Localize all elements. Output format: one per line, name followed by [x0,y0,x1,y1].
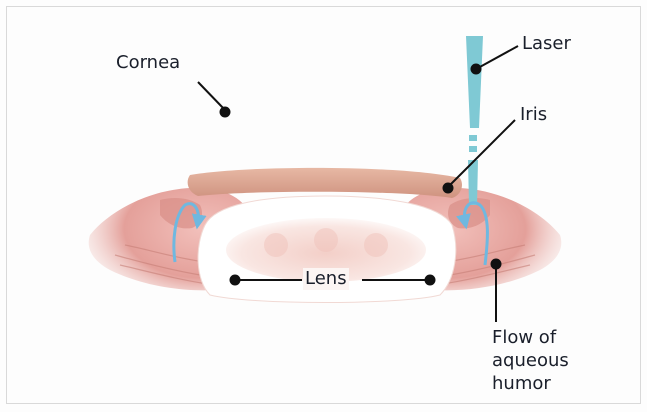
cornea-band [188,168,462,198]
cornea-label: Cornea [116,52,180,74]
laser-leader [478,46,518,68]
iris-leader [450,120,515,185]
lens-leader-right-dot [426,276,435,285]
laser-label: Laser [522,33,571,55]
flow-leader-dot [492,260,501,269]
lens-label: Lens [303,268,349,290]
flow-label-line-2: aqueous [492,349,612,372]
laser-leader-dot [472,65,481,74]
flow-label-line-1: Flow of [492,326,612,349]
iris-label: Iris [520,104,547,126]
cornea-leader [198,82,225,110]
cornea-leader-dot [221,108,230,117]
laser-beam [466,36,483,205]
flow-of-aqueous-humor-label: Flow of aqueous humor [492,326,612,395]
lens-leader-left-dot [231,276,240,285]
iris-leader-dot [444,184,453,193]
flow-label-line-3: humor [492,372,612,395]
